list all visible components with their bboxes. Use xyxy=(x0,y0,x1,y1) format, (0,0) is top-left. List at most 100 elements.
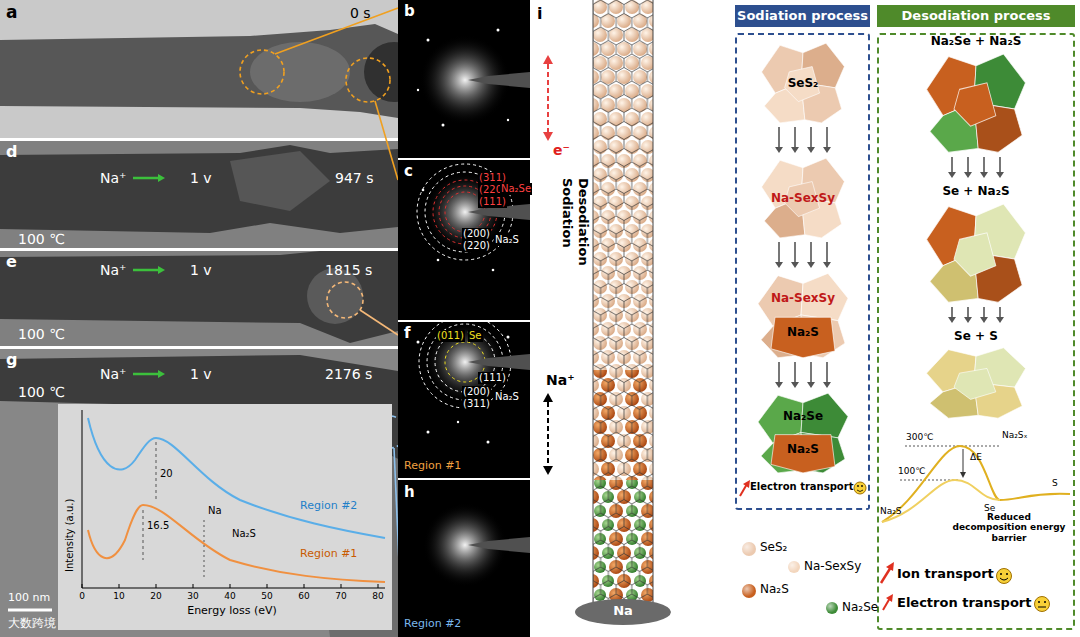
tem-image xyxy=(0,251,398,346)
sodium-flow-arrow xyxy=(133,174,165,378)
diffraction-pattern xyxy=(468,537,530,553)
sodium-flow-arrow xyxy=(133,177,158,180)
plane-index: (111) xyxy=(478,372,507,384)
arrow-shaft xyxy=(951,307,953,318)
temperature-label: 100 ℃ xyxy=(18,326,65,342)
axis-title: Energy loss (eV) xyxy=(187,605,277,618)
tick-label: 20 xyxy=(150,591,161,601)
transport-note: Ion transport xyxy=(897,567,994,582)
energy-label: 300℃ xyxy=(906,432,933,442)
cluster-label: Na-SexSy xyxy=(771,191,835,205)
time-stamp: 1815 s xyxy=(325,262,372,278)
eels-inset xyxy=(88,505,385,582)
tem-image xyxy=(0,0,424,138)
energy-label: Na₂S xyxy=(880,506,902,516)
arrow-head xyxy=(807,147,815,153)
eels-inset xyxy=(82,410,385,588)
nanotube-illustration xyxy=(593,0,653,602)
arrow-head xyxy=(791,147,799,153)
arrow-head xyxy=(823,147,831,153)
sodium-flow-arrow xyxy=(133,269,158,272)
smiley-face xyxy=(1038,607,1046,608)
diffraction-pattern xyxy=(468,72,530,88)
energy-diagram xyxy=(882,446,1070,522)
diffraction-pattern xyxy=(398,322,530,478)
particle-cluster xyxy=(921,345,1031,420)
plane-index: (011) xyxy=(436,330,465,342)
particle-cluster xyxy=(921,345,1031,420)
peak-label: Na₂S xyxy=(232,528,256,540)
eels-inset xyxy=(58,404,392,630)
peak-label: 20 xyxy=(160,468,173,480)
panel-letter: d xyxy=(6,143,17,161)
cluster-heading: Na₂Se + Na₂S xyxy=(931,33,1022,49)
crystal-facet xyxy=(954,83,996,126)
diffraction-pattern xyxy=(437,259,440,262)
smiley-face xyxy=(1044,601,1046,603)
particle-cluster xyxy=(921,200,1031,305)
arrow-shaft xyxy=(967,307,969,318)
arrow-shaft xyxy=(999,157,1001,173)
arrow-shaft xyxy=(983,157,985,173)
smiley-face xyxy=(1006,573,1008,575)
particle-cluster xyxy=(753,390,853,475)
watermark: 大数跨境 xyxy=(8,617,56,631)
flow-arrow xyxy=(775,242,831,268)
tick-label: 10 xyxy=(113,591,124,601)
arrow-shaft xyxy=(967,157,969,173)
arrow-head xyxy=(996,172,1004,178)
transport-icon xyxy=(740,480,894,610)
region-marker xyxy=(346,58,390,102)
smiley-face xyxy=(997,569,1012,584)
particle-cluster-node: Se + Na₂S xyxy=(917,180,1035,305)
phase-label: Na₂Se xyxy=(500,183,532,195)
cluster-label: Na₂S xyxy=(787,442,819,456)
diffraction-pattern xyxy=(457,421,459,423)
particle-cluster xyxy=(753,270,853,360)
ion-label: Na⁺ xyxy=(100,366,126,382)
plane-index: (111) xyxy=(478,196,507,208)
arrow-shaft xyxy=(826,242,828,263)
tem-image xyxy=(0,145,398,233)
ion-arrow xyxy=(547,402,549,466)
transport-icon xyxy=(886,594,893,602)
energy-label: Se xyxy=(984,503,995,513)
ion-label: Na⁺ xyxy=(100,262,126,278)
nanotube-illustration xyxy=(653,0,654,602)
tick-label: 80 xyxy=(372,591,383,601)
diffraction-pattern xyxy=(398,0,530,158)
diffraction-pattern xyxy=(507,119,509,121)
smiley-face xyxy=(1000,578,1008,580)
diffraction-pattern xyxy=(422,189,425,192)
legend-swatch xyxy=(788,561,800,573)
arrow-shaft xyxy=(826,127,828,148)
particle-cluster-node: Na-SexSy xyxy=(757,155,849,240)
tick-label: 60 xyxy=(298,591,309,601)
transport-note: Electron transport xyxy=(897,596,1031,611)
arrow-head xyxy=(964,172,972,178)
diffraction-pattern xyxy=(417,89,419,91)
energy-note: Reduced decomposition energy barrier xyxy=(950,512,1068,543)
cluster-heading: Se + Na₂S xyxy=(942,183,1009,199)
arrow-shaft xyxy=(810,242,812,263)
diffraction-pattern xyxy=(398,480,530,637)
smiley-face xyxy=(857,485,859,487)
crystal-facet xyxy=(954,233,996,276)
diffraction-pattern xyxy=(468,354,530,370)
panel-letter: f xyxy=(404,325,411,342)
region-marker xyxy=(375,101,398,180)
phase-label: Na₂S xyxy=(494,234,520,246)
sodium-flow-arrow xyxy=(158,266,165,274)
legend-swatch xyxy=(826,602,838,614)
diffraction-pattern xyxy=(398,480,530,637)
eels-inset xyxy=(143,510,144,560)
energy-diagram xyxy=(960,472,966,478)
particle-cluster-node: SeS₂ xyxy=(757,40,849,125)
cluster-label: Na₂Se xyxy=(783,409,823,423)
particle-cluster-node: Se + S xyxy=(917,325,1035,420)
panel-heading: Desodiation process xyxy=(877,5,1075,27)
smiley-face xyxy=(857,490,863,492)
region-marker xyxy=(360,310,398,335)
crystal-facet xyxy=(771,317,835,358)
